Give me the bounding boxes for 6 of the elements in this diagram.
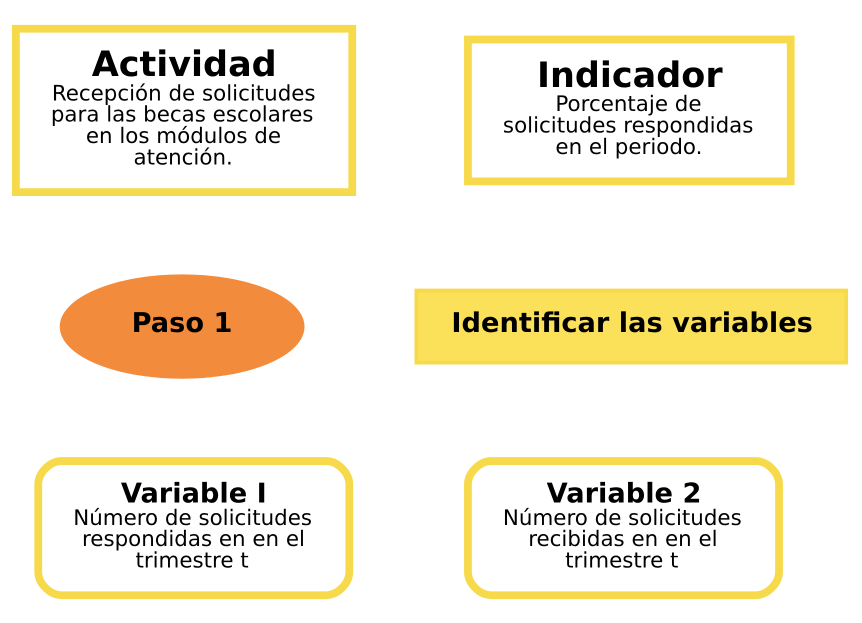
node-box: Identificar las variables (414, 288, 848, 364)
node-box: Variable 2 Número de solicitudes recibidas en en el trimestre t (464, 456, 783, 599)
node-ellipse: Paso 1 (60, 274, 305, 378)
node-box: Indicador Porcentaje de solicitudes respondidas en el periodo. (464, 35, 795, 185)
node-box: Variable I Número de solicitudes respondidas en en el trimestre t (34, 456, 354, 599)
node-box: Actividad Recepción de solicitudes para las becas escolares en los módulos de atención. (12, 24, 356, 196)
